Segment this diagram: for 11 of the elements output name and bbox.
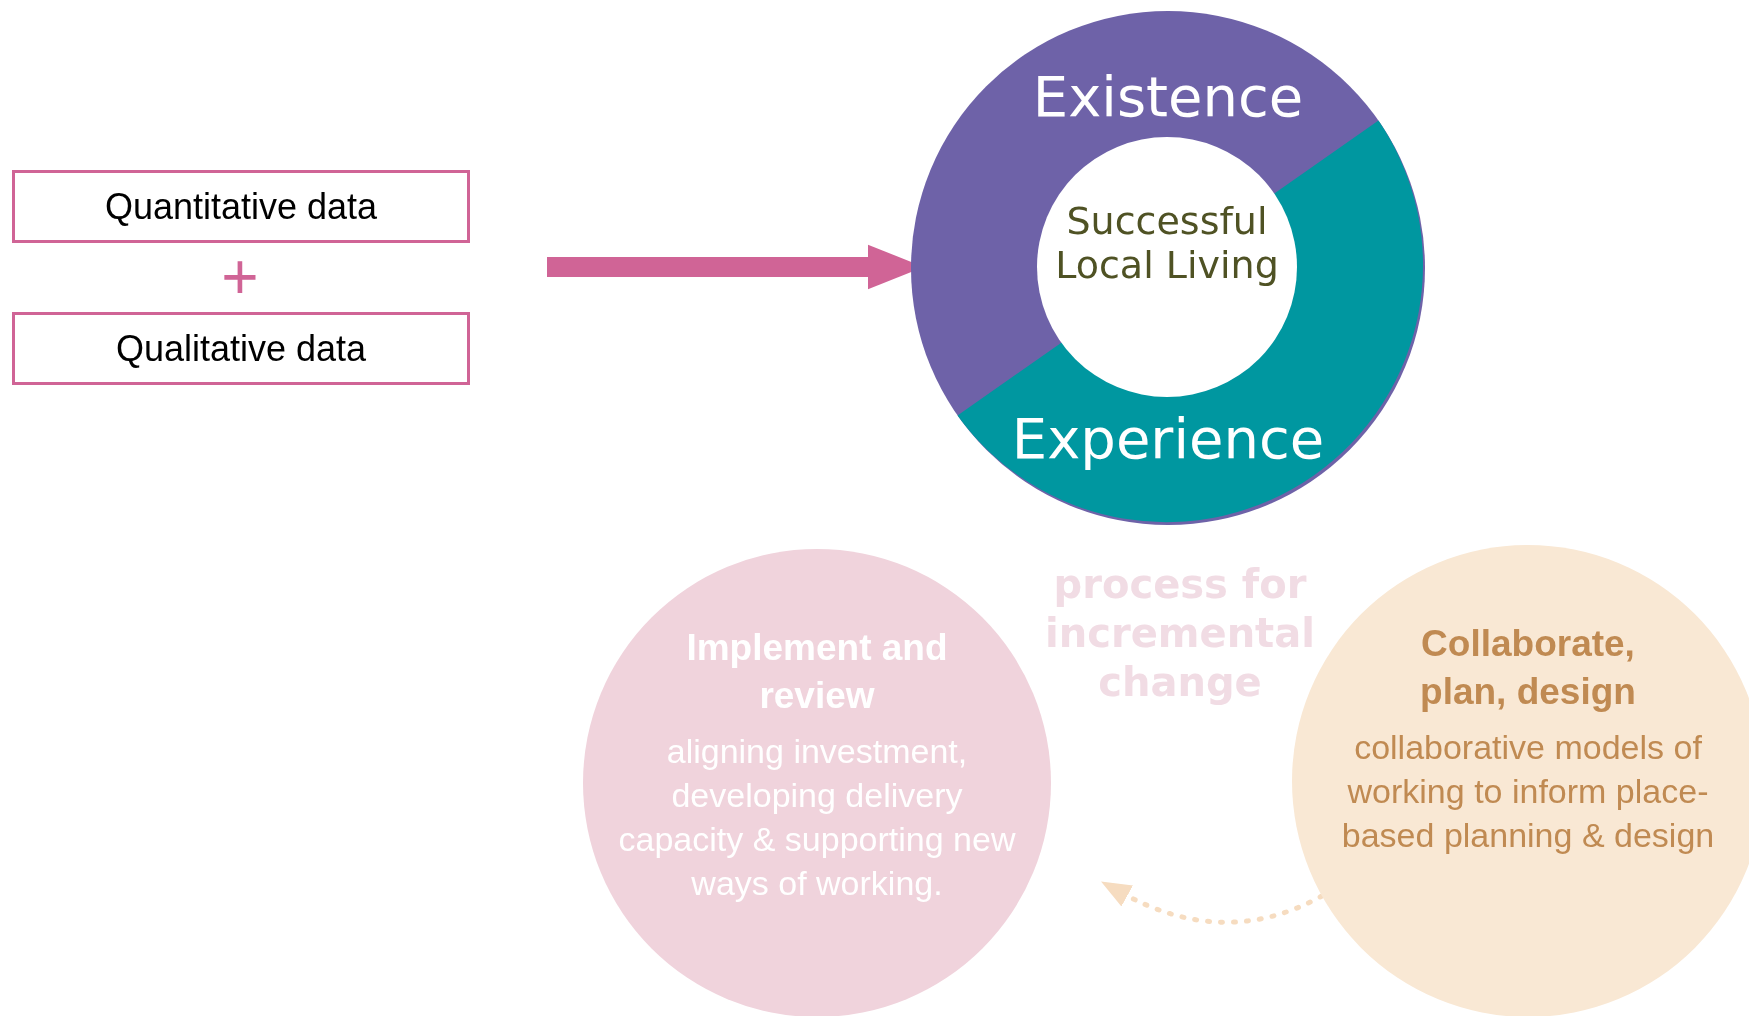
arrow — [1100, 882, 1325, 925]
box-label: Qualitative data — [115, 327, 367, 370]
stage-heading: Collaborate, plan, design — [1419, 622, 1637, 714]
ring-diagram — [911, 11, 1425, 525]
segment-label: Existence — [1031, 69, 1305, 125]
data-box — [12, 170, 470, 243]
data-box — [12, 312, 470, 385]
stage-description: collaborative models of working to inform place-based planning & design — [1340, 727, 1716, 856]
plus-sign: + — [220, 245, 260, 309]
box-label: Quantitative data — [104, 185, 378, 228]
center-label: Successful Local Living — [1054, 199, 1280, 287]
